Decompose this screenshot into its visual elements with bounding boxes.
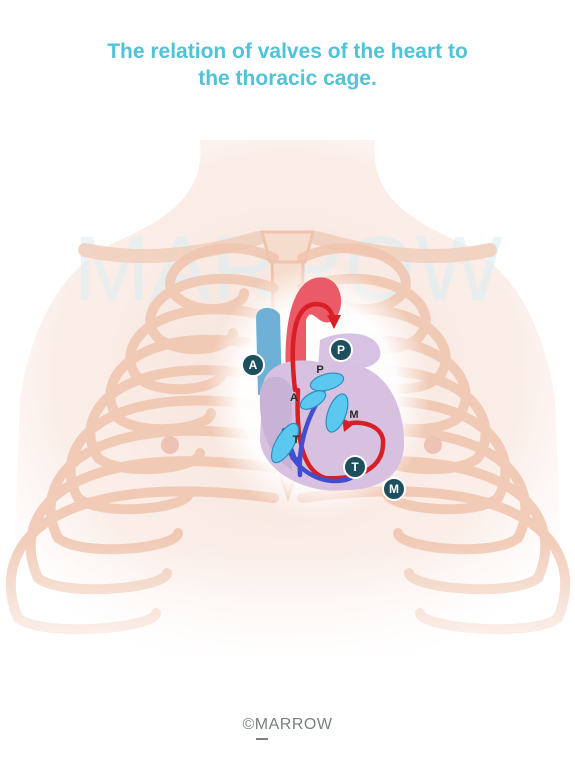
- svg-text:A: A: [249, 358, 258, 372]
- svg-text:P: P: [337, 343, 345, 357]
- circle-label-a: A: [241, 353, 265, 377]
- valve-letters: P A M T: [290, 364, 359, 446]
- mitral-flow-head: [342, 418, 354, 432]
- diagram-title: The relation of valves of the heart to t…: [0, 38, 575, 92]
- circle-label-m: M: [382, 477, 406, 501]
- footer-underline: [256, 738, 268, 740]
- circle-label-t: T: [343, 455, 367, 479]
- valve-label-t: T: [293, 434, 300, 446]
- nipples: [161, 436, 442, 454]
- title-line-1: The relation of valves of the heart to: [107, 40, 468, 63]
- valve-label-p: P: [316, 364, 323, 376]
- pulmonary-valve: [309, 372, 345, 392]
- aortic-valve: [299, 390, 327, 410]
- valves: [270, 372, 349, 464]
- mitral-valve: [325, 393, 349, 433]
- bottom-fade: [0, 540, 575, 680]
- footer-brand: ©MARROW: [0, 716, 575, 740]
- circle-label-p: P: [329, 338, 353, 362]
- arterial-flow-arc: [290, 301, 337, 393]
- rib: [125, 304, 279, 395]
- svg-text:M: M: [389, 482, 399, 496]
- svg-text:T: T: [351, 460, 359, 474]
- footer-text: ©MARROW: [242, 716, 333, 733]
- tricuspid-valve: [270, 422, 300, 464]
- tricuspid-flow-head: [290, 456, 302, 469]
- valve-label-m: M: [349, 409, 358, 421]
- valve-label-a: A: [290, 392, 298, 404]
- title-line-2: the thoracic cage.: [198, 67, 377, 90]
- rib: [85, 365, 279, 475]
- arterial-flow-head: [327, 315, 341, 329]
- auscultation-labels: A P T M: [241, 338, 406, 501]
